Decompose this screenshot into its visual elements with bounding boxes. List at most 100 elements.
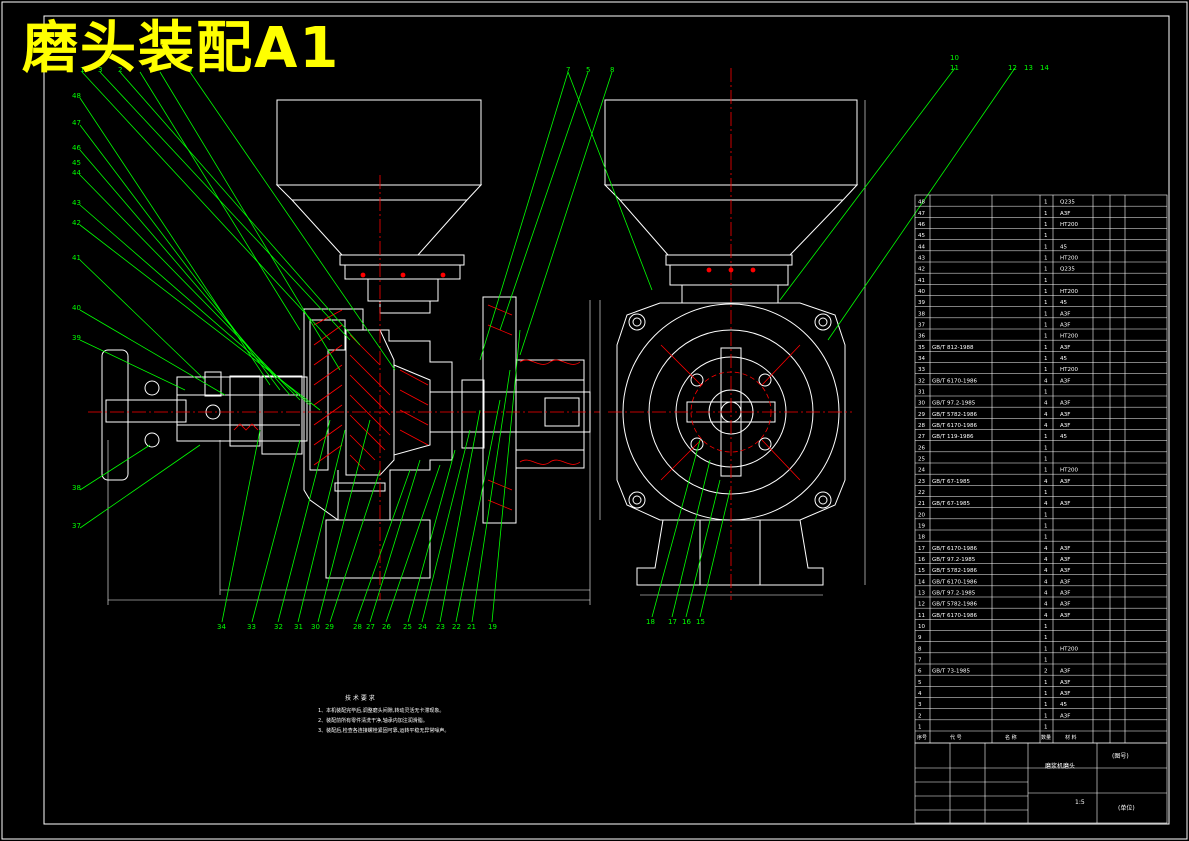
bom-header-code: 代 号: [950, 734, 962, 741]
label-left: 44: [72, 169, 81, 177]
tech-line: 2、装配前所有零件清洗干净,轴承内加注润滑脂。: [318, 717, 428, 724]
bom-cell: 1: [1044, 334, 1048, 340]
bom-cell: 1: [1044, 300, 1048, 306]
bom-cell: 4: [1044, 579, 1048, 585]
bom-cell: 1: [1044, 680, 1048, 686]
bom-cell: 24: [918, 468, 925, 474]
bom-cell: 1: [1044, 725, 1048, 731]
title-block-unit: (单位): [1118, 804, 1135, 812]
bom-cell: 45: [1060, 702, 1067, 708]
bom-cell: 2: [1044, 669, 1048, 675]
bom-cell: A3F: [1060, 211, 1070, 217]
label-top: 7: [566, 66, 570, 74]
bom-cell: 1: [1044, 345, 1048, 351]
bom-cell: A3F: [1060, 691, 1070, 697]
bom-cell: 1: [1044, 713, 1048, 719]
label-left: 43: [72, 199, 81, 207]
bom-cell: 9: [918, 635, 922, 641]
bom-cell: 6: [918, 669, 922, 675]
bom-header-qty: 数量: [1041, 734, 1051, 741]
bom-cell: 1: [1044, 445, 1048, 451]
bom-cell: A3F: [1060, 613, 1070, 619]
bom-cell: A3F: [1060, 501, 1070, 507]
label-left: 41: [72, 254, 81, 262]
label-top: 10: [950, 54, 959, 62]
bom-cell: 35: [918, 345, 925, 351]
bom-cell: 1: [1044, 512, 1048, 518]
bom-cell: 30: [918, 401, 925, 407]
label-top: 14: [1040, 64, 1049, 72]
bom-cell: GB/T 812-1988: [932, 345, 974, 351]
bom-cell: A3F: [1060, 713, 1070, 719]
label-top: 5: [586, 66, 590, 74]
bom-cell: A3F: [1060, 323, 1070, 329]
bom-cell: HT200: [1060, 646, 1078, 652]
bom-cell: 4: [1044, 557, 1048, 563]
bom-cell: 32: [918, 378, 925, 384]
bom-cell: 1: [1044, 200, 1048, 206]
bom-cell: 45: [1060, 356, 1067, 362]
label-bottom: 27: [366, 623, 375, 631]
bom-cell: 1: [1044, 434, 1048, 440]
label-top: 2: [118, 66, 122, 74]
bom-cell: 31: [918, 390, 925, 396]
bom-cell: 4: [1044, 479, 1048, 485]
bom-cell: 3: [918, 702, 922, 708]
label-top: 6: [188, 66, 193, 74]
bom-cell: 12: [918, 602, 925, 608]
label-bottom: 15: [696, 618, 705, 626]
bom-cell: 45: [1060, 434, 1067, 440]
bom-cell: 4: [1044, 602, 1048, 608]
bom-cell: 1: [1044, 702, 1048, 708]
bom-cell: GB/T 67-1985: [932, 501, 970, 507]
handwheel: [101, 349, 129, 481]
bom-table: [914, 194, 1168, 744]
tech-line: 3、装配后,检查各连接螺栓紧固可靠,运转平稳无异常噪声。: [318, 727, 449, 734]
bom-cell: 1: [1044, 524, 1048, 530]
bom-cell: 1: [1044, 367, 1048, 373]
bom-cell: 14: [918, 579, 925, 585]
bom-cell: 41: [918, 278, 925, 284]
label-left: 45: [72, 159, 81, 167]
label-left: 46: [72, 144, 81, 152]
bom-cell: GB/T 97.2-1985: [932, 591, 976, 597]
bom-cell: 1: [1044, 457, 1048, 463]
bom-cell: 25: [918, 457, 925, 463]
bom-cell: 43: [918, 256, 925, 262]
bom-cell: 4: [1044, 401, 1048, 407]
bom-cell: 45: [918, 233, 925, 239]
bom-cell: Q235: [1060, 200, 1075, 206]
bom-cell: 1: [1044, 244, 1048, 250]
drawing-title: 磨头装配A1: [22, 16, 341, 81]
bom-cell: 4: [1044, 546, 1048, 552]
bom-cell: 1: [1044, 535, 1048, 541]
bom-cell: 1: [1044, 635, 1048, 641]
bom-cell: GB/T 119-1986: [932, 434, 974, 440]
label-bottom: 25: [403, 623, 412, 631]
label-bottom: 30: [311, 623, 320, 631]
bom-cell: 8: [918, 646, 922, 652]
label-bottom: 22: [452, 623, 461, 631]
bom-cell: A3F: [1060, 546, 1070, 552]
bom-cell: GB/T 97.2-1985: [932, 401, 976, 407]
section-hatching: [88, 175, 600, 600]
label-bottom: 26: [382, 623, 391, 631]
side-view-red: [608, 68, 852, 600]
bom-cell: 4: [1044, 412, 1048, 418]
bom-cell: HT200: [1060, 222, 1078, 228]
bom-cell: 44: [918, 244, 925, 250]
label-bottom: 23: [436, 623, 445, 631]
bom-cell: A3F: [1060, 311, 1070, 317]
bom-cell: 4: [1044, 423, 1048, 429]
label-bottom: 17: [668, 618, 677, 626]
bom-cell: 28: [918, 423, 925, 429]
bom-cell: 1: [1044, 323, 1048, 329]
bom-cell: 18: [918, 535, 925, 541]
label-top: 8: [610, 66, 614, 74]
title-block-drawing-no: (图号): [1112, 753, 1129, 760]
bom-cell: 13: [918, 591, 925, 597]
bom-cell: 15: [918, 568, 925, 574]
bom-cell: 10: [918, 624, 925, 630]
